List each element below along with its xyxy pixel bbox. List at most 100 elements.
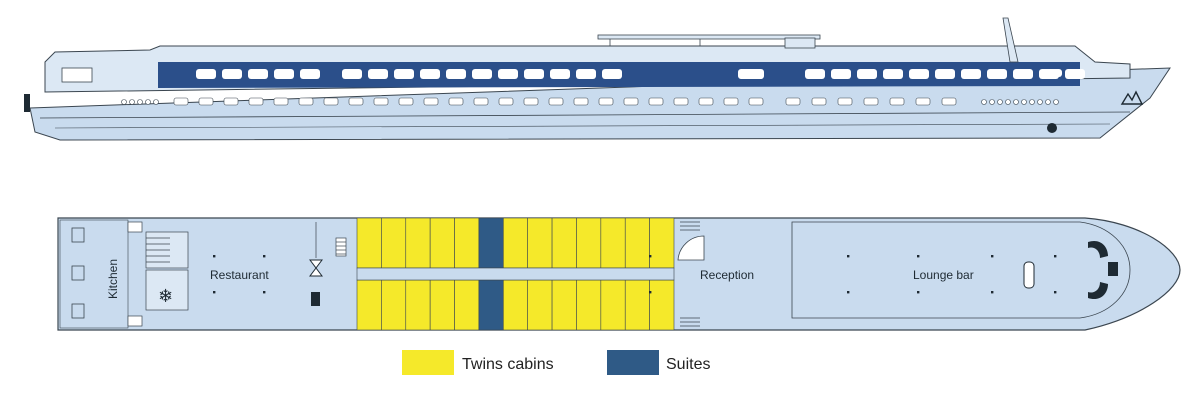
bow-seating-icon (1088, 282, 1108, 300)
cabin-window (915, 97, 931, 106)
window (446, 69, 466, 79)
legend-label-suites: Suites (666, 356, 710, 373)
cabin-window (698, 97, 714, 106)
cabin-window (323, 97, 339, 106)
lounge-bar-label: Lounge bar (913, 268, 974, 282)
twin-cabin (551, 279, 577, 331)
window (274, 69, 294, 79)
post-marker (1054, 291, 1057, 294)
twin-cabin (503, 217, 528, 269)
lower-window-row (121, 97, 1059, 106)
cabin-window (298, 97, 314, 106)
porthole (1021, 99, 1027, 105)
window (524, 69, 544, 79)
cabin-window (573, 97, 589, 106)
reception-grille (680, 221, 700, 327)
twin-cabin (356, 217, 382, 269)
galley-unit (127, 315, 143, 327)
post-marker (917, 255, 920, 258)
porthole (1045, 99, 1051, 105)
porthole (1053, 99, 1059, 105)
kitchen-box (71, 227, 85, 243)
cabin-window (941, 97, 957, 106)
cabin-window (373, 97, 389, 106)
sun-deck-canopy (597, 34, 821, 40)
porthole (1013, 99, 1019, 105)
stern-mark (24, 94, 30, 112)
twin-cabin (454, 217, 480, 269)
window (935, 69, 955, 79)
cabin-window (837, 97, 853, 106)
window (857, 69, 877, 79)
galley-counter (145, 269, 189, 311)
legend-label-twins: Twins cabins (462, 356, 554, 373)
cabin-window (448, 97, 464, 106)
window (472, 69, 492, 79)
post-marker (991, 291, 994, 294)
cabin-window (273, 97, 289, 106)
kitchen-label: Kitchen (106, 259, 120, 299)
suite-cabin (478, 217, 504, 269)
ship-side-profile (24, 17, 1171, 141)
cabin-window (673, 97, 689, 106)
cabin-window (348, 97, 364, 106)
post-marker (917, 291, 920, 294)
window (368, 69, 388, 79)
post-marker (847, 255, 850, 258)
porthole (1037, 99, 1043, 105)
legend-swatch-twins (402, 350, 454, 375)
post-marker (991, 255, 994, 258)
twin-cabin (551, 217, 577, 269)
lounge-bar-area (791, 221, 1131, 319)
twin-cabin (429, 279, 455, 331)
twin-cabin (454, 279, 480, 331)
window (498, 69, 518, 79)
cabin-window (398, 97, 414, 106)
cabin-block (356, 217, 675, 331)
kitchen-box (71, 265, 85, 281)
twin-cabin (624, 217, 650, 269)
legend-swatch-suites (607, 350, 659, 375)
upper-window-row (196, 69, 1085, 79)
mast (1002, 17, 1019, 63)
porthole (121, 99, 127, 105)
window (987, 69, 1007, 79)
twin-cabin (649, 217, 675, 269)
deck-plan: Kitchen ❄ Restaurant Reception (57, 217, 1181, 331)
window (805, 69, 825, 79)
window (576, 69, 596, 79)
window (196, 69, 216, 79)
window (1013, 69, 1033, 79)
porthole (137, 99, 143, 105)
bow-winch-icon (1108, 262, 1118, 276)
elevator-block (311, 292, 320, 306)
window (883, 69, 903, 79)
window (342, 69, 362, 79)
porthole (997, 99, 1003, 105)
porthole (129, 99, 135, 105)
porthole (981, 99, 987, 105)
cabin-window (173, 97, 189, 106)
porthole (153, 99, 159, 105)
window (961, 69, 981, 79)
porthole (145, 99, 151, 105)
snowflake-icon: ❄ (158, 286, 173, 307)
window (831, 69, 851, 79)
twin-cabin (429, 217, 455, 269)
cabin-window (473, 97, 489, 106)
window (1042, 69, 1062, 77)
anchor-icon (1047, 123, 1057, 133)
porthole (1029, 99, 1035, 105)
cabin-window (648, 97, 664, 106)
twin-cabin (405, 217, 431, 269)
cabin-window (248, 97, 264, 106)
cabin-window (889, 97, 905, 106)
bow-seating-icon (1088, 240, 1108, 258)
window (602, 69, 622, 79)
twin-cabin (503, 279, 528, 331)
window (909, 69, 929, 79)
kitchen-area (59, 219, 129, 329)
window (420, 69, 440, 79)
porthole (989, 99, 995, 105)
